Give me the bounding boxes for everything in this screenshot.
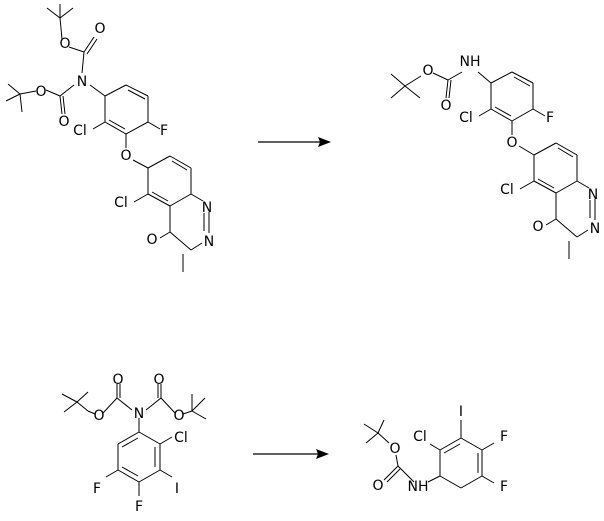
atom-nh: NH (408, 479, 429, 495)
reaction-1-product (390, 71, 596, 259)
atom-i-ring: I (175, 481, 179, 497)
atom-n-quin3: N (204, 234, 214, 250)
atom-f-ring: F (160, 123, 168, 139)
reaction-1-reactant-labels: O O N O O Cl F O Cl N O N (35, 21, 214, 250)
reaction-2-arrow (253, 449, 329, 459)
atom-o-ether: O (389, 441, 400, 457)
atom-o-carbonyl: O (372, 478, 383, 494)
atom-cl-quin: Cl (114, 195, 128, 211)
atom-cl-ring: Cl (459, 110, 473, 126)
atom-o-bridge: O (120, 148, 131, 164)
atom-f-ring: F (546, 110, 554, 126)
atom-o-carbonyl-right: O (153, 372, 164, 388)
atom-o-boc1-ether: O (59, 36, 70, 52)
atom-f-left: F (93, 481, 101, 497)
atom-cl-ring: Cl (73, 123, 87, 139)
atom-n-quin1: N (588, 187, 598, 203)
atom-f-lower: F (500, 479, 508, 495)
atom-n-diboc: N (134, 406, 144, 422)
atom-nh: NH (460, 54, 481, 70)
atom-o-quin: O (532, 219, 543, 235)
atom-n-quin1: N (202, 200, 212, 216)
atom-o-boc2-carbonyl: O (58, 114, 69, 130)
reaction-1-reactant (5, 4, 210, 272)
atom-o-carbonyl: O (440, 98, 451, 114)
reaction-2-product (363, 419, 495, 489)
atom-cl-ring: Cl (413, 429, 427, 445)
reaction-2-product-labels: I Cl F O O NH F (372, 404, 508, 495)
atom-o-ether: O (422, 63, 433, 79)
atom-f-bottom: F (135, 499, 143, 515)
reaction-1-arrow (258, 137, 331, 147)
atom-n-quin3: N (590, 221, 600, 237)
atom-o-carbonyl-left: O (112, 372, 123, 388)
atom-o-boc2-ether: O (35, 84, 46, 100)
atom-f-upper: F (500, 429, 508, 445)
reaction-2-reactant (61, 384, 207, 496)
reaction-2-reactant-labels: O O O N O Cl F I F (93, 372, 188, 515)
atom-o-bridge: O (506, 135, 517, 151)
atom-cl-ring: Cl (174, 430, 188, 446)
atom-o-boc1-carbonyl: O (94, 21, 105, 37)
atom-o-ether-left: O (93, 408, 104, 424)
atom-n-diboc: N (77, 74, 87, 90)
reaction-1-product-labels: NH O O Cl F O Cl N O N (422, 54, 600, 237)
atom-o-quin: O (146, 232, 157, 248)
atom-cl-quin: Cl (500, 182, 514, 198)
atom-i-ring: I (459, 404, 463, 420)
atom-o-ether-right: O (173, 408, 184, 424)
